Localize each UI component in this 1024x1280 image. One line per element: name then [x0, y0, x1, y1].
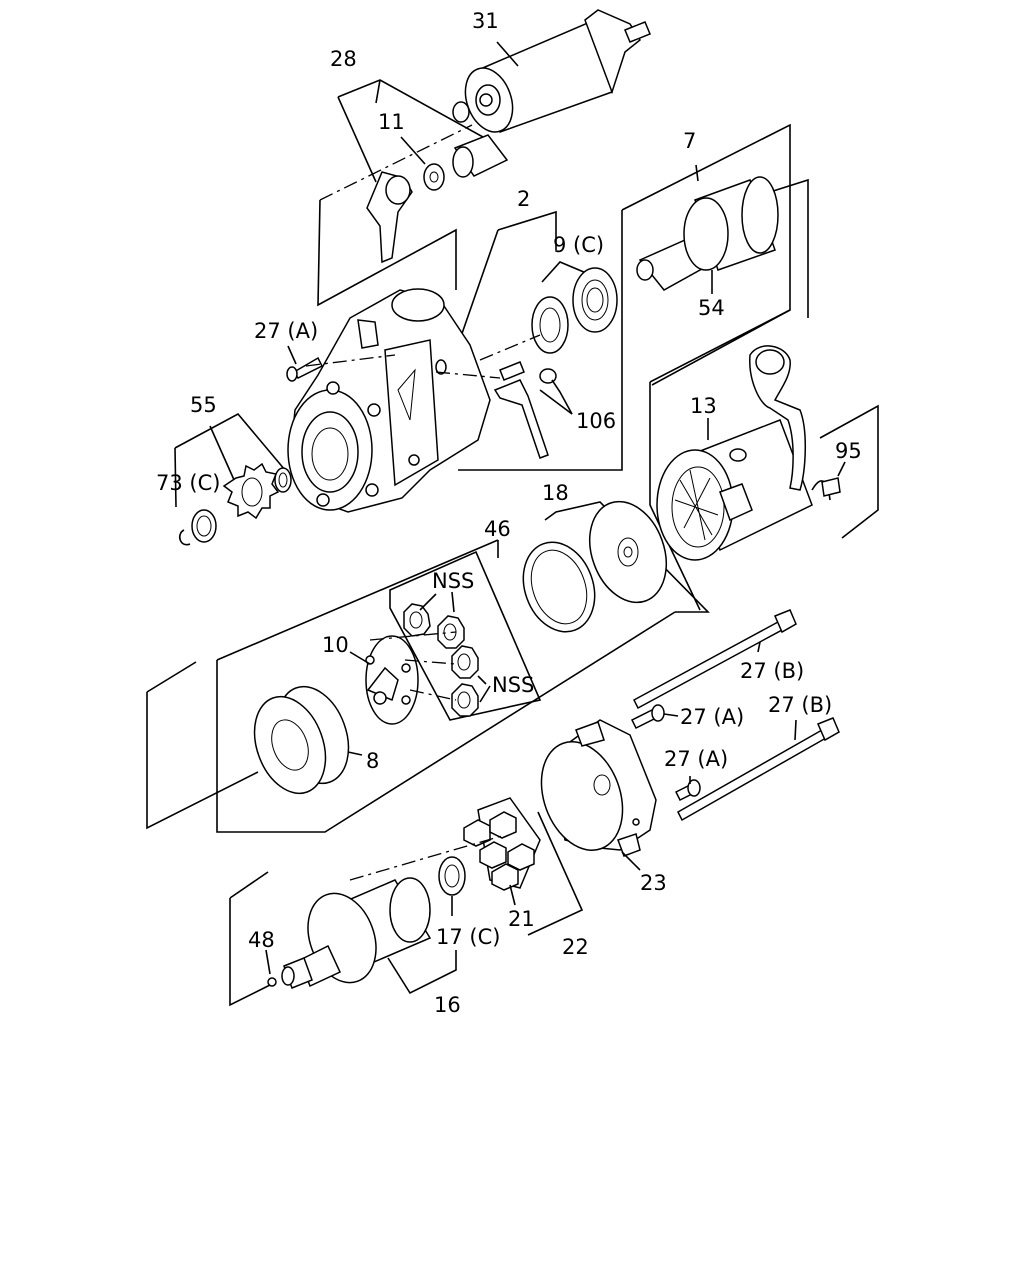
label-nss-1: NSS [432, 569, 474, 593]
part-106-bracket [493, 361, 557, 459]
label-18: 18 [542, 481, 569, 505]
part-18-plate [522, 500, 667, 633]
label-27b-2: 27 (B) [768, 693, 832, 717]
label-2: 2 [517, 187, 530, 211]
label-13: 13 [690, 394, 717, 418]
label-46: 46 [484, 517, 511, 541]
label-11: 11 [378, 110, 405, 134]
part-16-pinion-shaft [281, 877, 432, 989]
label-55: 55 [190, 393, 217, 417]
label-17c: 17 (C) [436, 925, 500, 949]
label-27a-3: 27 (A) [664, 747, 728, 771]
part-17c-bearing [438, 856, 466, 896]
label-22: 22 [562, 935, 589, 959]
part-21-rubber-blocks [463, 811, 535, 891]
label-27a-2: 27 (A) [680, 705, 744, 729]
part-9c-bearing [531, 267, 618, 354]
label-21: 21 [508, 907, 535, 931]
label-54: 54 [698, 296, 725, 320]
label-95: 95 [835, 439, 862, 463]
label-10: 10 [322, 633, 349, 657]
label-106: 106 [576, 409, 616, 433]
part-73c-ring [178, 509, 217, 546]
label-nss-2: NSS [492, 673, 534, 697]
part-11-washer [423, 163, 445, 191]
label-73c: 73 (C) [156, 471, 220, 495]
part-27b-through-bolt-1 [633, 609, 797, 710]
part-2-housing [287, 288, 491, 513]
label-48: 48 [248, 928, 275, 952]
part-27a-bolt-2 [630, 704, 665, 730]
part-10-carrier [365, 635, 419, 725]
part-spring-cap [452, 134, 509, 178]
part-8-internal-gear [253, 685, 350, 795]
label-23: 23 [640, 871, 667, 895]
label-28: 28 [330, 47, 357, 71]
label-31: 31 [472, 9, 499, 33]
part-31-solenoid [452, 9, 651, 133]
part-48-ball [267, 977, 277, 987]
part-27a-bolt-3 [674, 779, 701, 802]
label-16: 16 [434, 993, 461, 1017]
label-9c: 9 (C) [553, 233, 604, 257]
part-54-armature [636, 176, 779, 291]
part-27b-through-bolt-2 [677, 717, 840, 822]
part-55-pinion-gear [222, 462, 292, 520]
label-7: 7 [683, 129, 696, 153]
label-8: 8 [366, 749, 379, 773]
part-27a-top-bolt [286, 356, 324, 382]
label-27b-1: 27 (B) [740, 659, 804, 683]
part-13-yoke [656, 345, 813, 561]
part-23-housing [540, 719, 657, 857]
label-27a-top: 27 (A) [254, 319, 318, 343]
part-28-lever [366, 171, 413, 264]
